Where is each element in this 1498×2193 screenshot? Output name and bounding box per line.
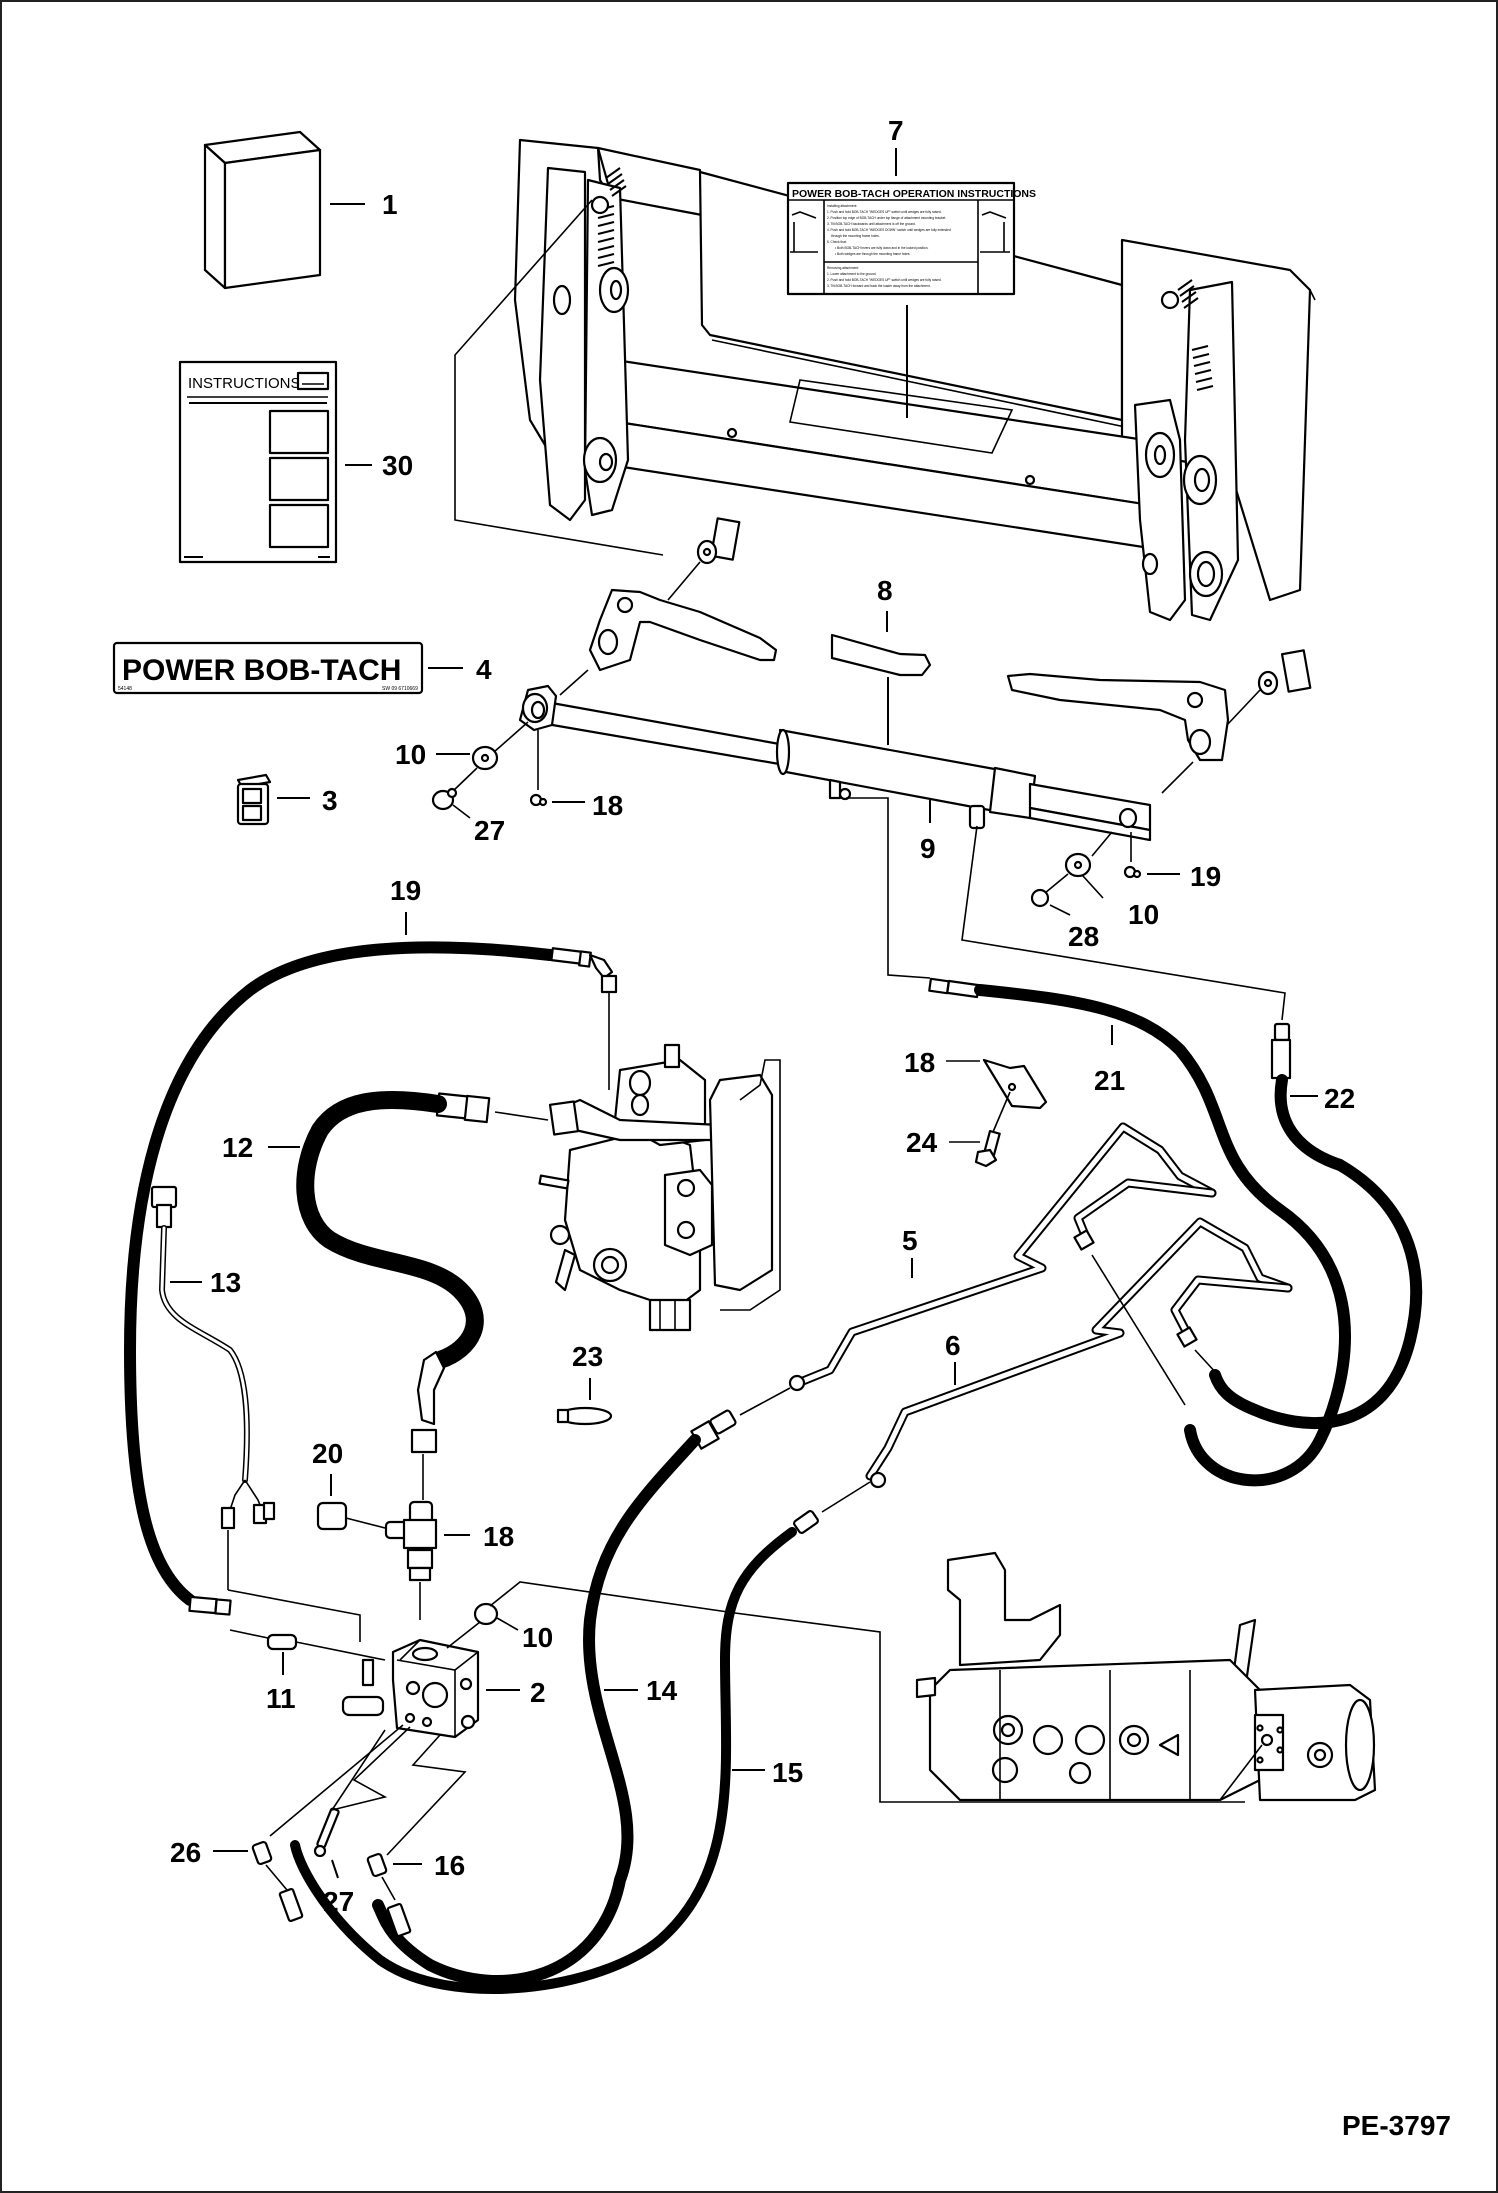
op-remove-step: 2. Push and hold BOB-TACH "WEDGES UP" sw… [827,278,942,282]
cylinder-assembly [518,517,1312,842]
left-wedge [667,517,741,601]
part-20-bracket [946,1058,1048,1110]
callout-5: 5 [902,1225,918,1256]
callout-18b: 19 [1190,861,1221,892]
callout-28: 26 [170,1837,201,1868]
callout-16: 15 [772,1757,803,1788]
op-install-step: 1. Push and hold BOB-TACH "WEDGES UP" sw… [827,210,942,214]
op-installing-heading: Installing attachment: [827,204,857,208]
callout-11: 10 [522,1622,553,1653]
callout-6: 6 [945,1330,961,1361]
part-19-tee [384,1500,470,1620]
callout-4: 4 [476,654,492,685]
op-install-step: • Both wedges are through the mounting f… [835,252,910,256]
hose-24 [961,825,1423,1430]
callout-22: 20 [312,1438,343,1469]
hydrostatic-pump [915,1551,1377,1802]
manual-title: INSTRUCTIONS [188,375,301,392]
callout-10b: 10 [1128,899,1159,930]
callout-24: 22 [1324,1083,1355,1114]
part-2-valve-block [341,1638,520,1739]
part-4-power-bob-tach-decal: POWER BOB-TACH 54148 SW 09 6710669 [112,641,463,695]
op-decal-title: POWER BOB-TACH OPERATION INSTRUCTIONS [792,188,1036,200]
part-25-cable-tie [556,1378,613,1426]
hose-13 [268,1091,549,1500]
callout-20: 18 [904,1047,935,1078]
op-install-step: 5. Check that: [827,240,847,244]
op-removing-heading: Removing attachment: [827,266,859,270]
op-remove-step: 3. Tilt BOB-TACH forward and back the lo… [827,284,931,288]
callout-14: 13 [210,1267,241,1298]
left-fasteners [431,721,585,819]
part-26-bolt [949,1091,1011,1168]
callout-12: 11 [266,1683,296,1714]
hose-15 [372,1387,791,1987]
tube-5 [788,1122,1217,1392]
callout-8: 8 [877,575,893,606]
op-install-step: 2. Position top edge of BOB-TACH under t… [827,216,946,220]
part-22-nut [316,1474,386,1531]
op-install-step: 3. Tilt BOB-TACH backwards until attachm… [827,222,916,226]
part-8-cover [830,611,932,745]
callout-21: 19 [390,875,421,906]
callout-26: 24 [906,1127,938,1158]
callout-25: 23 [572,1341,603,1372]
part-3-switch [236,773,310,826]
callout-7: 7 [888,115,904,146]
right-spring [1160,279,1214,391]
right-fasteners [1030,831,1180,916]
callout-19: 18 [483,1521,514,1552]
part-11-o-ring [446,1581,1245,1803]
callout-15: 14 [646,1675,678,1706]
callout-30: 30 [382,450,413,481]
callout-23: 21 [1094,1065,1125,1096]
op-install-step: • Both BOB-TACH levers are fully down an… [835,246,928,250]
right-wedge [1161,649,1312,794]
decal-power-bob-tach-title: POWER BOB-TACH [122,654,401,687]
callout-29: 27 [323,1886,354,1917]
part-28-fitting [213,1724,404,1923]
hose-16 [290,1481,871,1994]
callout-17: 16 [434,1850,465,1881]
callout-13: 12 [222,1132,253,1163]
callout-1: 1 [382,189,398,220]
part-17-fitting [366,1734,467,1938]
part-30-instructions-manual: INSTRUCTIONS [178,360,372,564]
part-29-bolt [313,1726,411,1879]
callout-9: 9 [920,833,936,864]
callout-3: 3 [322,785,338,816]
decal-right-code: SW 09 6710669 [382,686,418,692]
left-spring [590,167,627,267]
tube-6 [865,1217,1293,1489]
cylinder-left-eye [518,684,558,732]
leader-29 [331,1859,339,1879]
callout-27b: 28 [1068,921,1099,952]
callout-2: 2 [530,1677,546,1708]
figure-id: PE-3797 [1342,2110,1451,2141]
callout-10a: 10 [395,739,426,770]
part-12-fitting [229,1629,386,1675]
op-install-step: 4. Push and hold BOB-TACH "WEDGES DOWN" … [827,228,951,232]
part-14-harness [150,1185,361,1642]
op-install-step: through the mounting frame holes. [831,234,880,238]
decal-left-code: 54148 [118,686,132,692]
part-1-box [203,130,365,290]
hose-23 [846,797,1351,1487]
control-valve [538,1043,781,1332]
op-remove-step: 1. Lower attachment to the ground. [827,272,877,276]
callout-18a: 18 [592,790,623,821]
part-7-operation-decal: POWER BOB-TACH OPERATION INSTRUCTIONS In… [786,148,1036,418]
callout-27a: 27 [474,815,505,846]
hose-21 [124,912,618,1616]
